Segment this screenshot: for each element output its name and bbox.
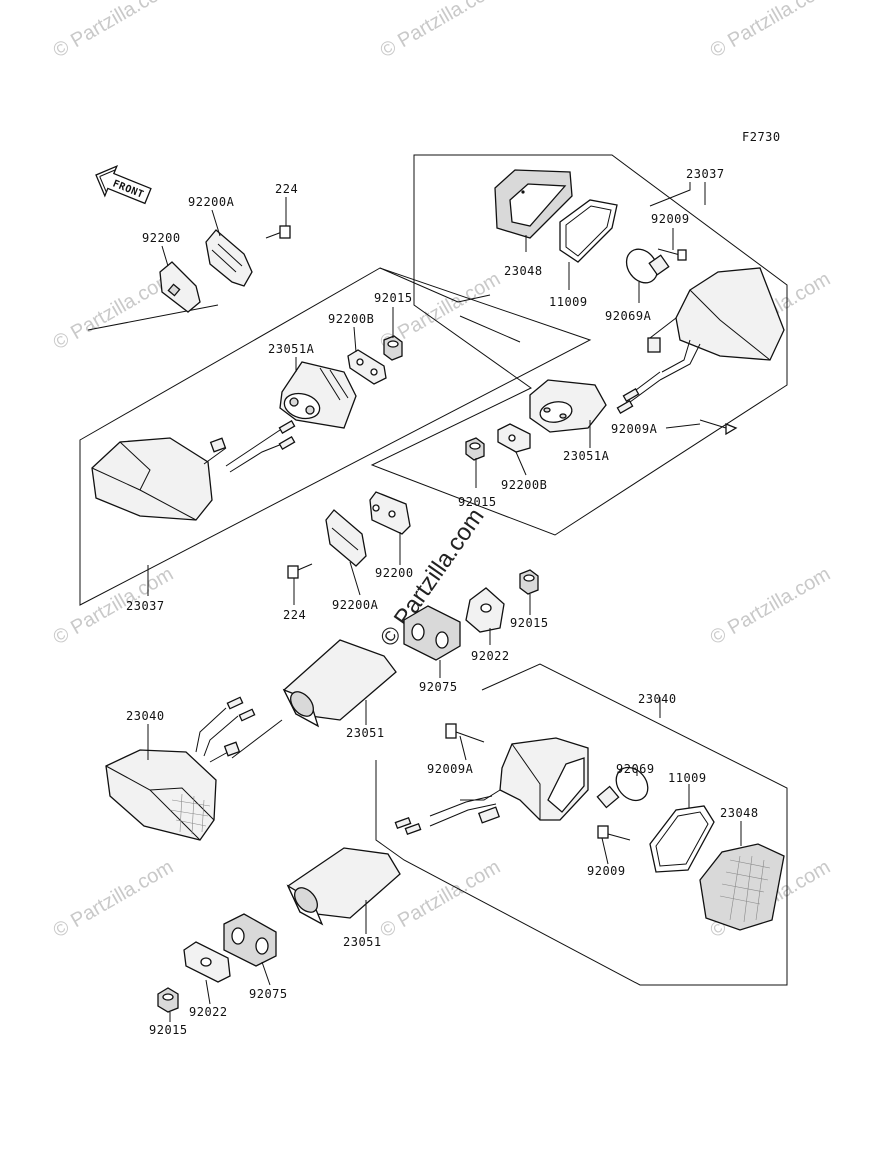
part-92075-grommet-mid (403, 605, 461, 661)
part-label: 92015 (510, 616, 549, 630)
part-92069A-bulb (625, 248, 670, 284)
part-label: 92200A (188, 195, 235, 209)
part-label: 92022 (189, 1005, 228, 1019)
watermark: © Partzilla.com (707, 0, 835, 62)
part-label: 92015 (458, 495, 497, 509)
part-23051-holder-bot (286, 847, 401, 926)
part-23051-holder-mid (282, 639, 397, 728)
part-label: 23040 (126, 709, 165, 723)
part-23051A-holder-left (279, 361, 357, 429)
part-label: 92009A (611, 422, 658, 436)
watermark: © Partzilla.com (377, 0, 505, 62)
part-label: 92200 (375, 566, 414, 580)
part-label: 92200A (332, 598, 379, 612)
part-label: 23051A (563, 449, 610, 463)
watermark: © Partzilla.com (50, 856, 178, 942)
part-label: 11009 (549, 295, 588, 309)
part-92200-plate-top (159, 261, 201, 313)
part-label: 224 (283, 608, 306, 622)
watermark: © Partzilla.com (50, 268, 178, 354)
part-92200A-bracket-top (205, 229, 253, 287)
part-92069-bulb (596, 766, 649, 809)
part-label: 92075 (419, 680, 458, 694)
part-92009-screw-bot (597, 825, 631, 841)
part-92200B-plate-left (347, 349, 387, 385)
part-labels: 23037 92009 23048 11009 92069A 92009A 23… (126, 167, 759, 1037)
part-224-screw-mid (287, 563, 313, 579)
part-label: 23048 (504, 264, 543, 278)
part-23040-left-housing (105, 696, 283, 841)
part-label: 23051A (268, 342, 315, 356)
part-label: 92200B (328, 312, 374, 326)
part-23037-left-housing (91, 420, 296, 521)
part-label: 92015 (374, 291, 413, 305)
part-label: 92075 (249, 987, 288, 1001)
part-23048-lens-bot (699, 843, 785, 931)
part-label: 92200B (501, 478, 547, 492)
part-23051A-holder-right (529, 379, 607, 433)
part-92009-screw (657, 248, 687, 261)
watermark: © Partzilla.com (707, 563, 835, 649)
group-box-23037-left (79, 267, 592, 606)
part-92200-plate-mid (369, 491, 411, 535)
part-label: 11009 (668, 771, 707, 785)
part-label: 23037 (126, 599, 165, 613)
part-label: 92200 (142, 231, 181, 245)
part-92075-grommet-bot (223, 913, 277, 967)
group-box-23040-right (375, 663, 788, 986)
part-label: 92009A (427, 762, 474, 776)
part-11009-gasket-bot (649, 805, 715, 873)
leader-lines (147, 182, 742, 1022)
part-11009-gasket (559, 199, 618, 263)
part-label: 92015 (149, 1023, 188, 1037)
part-92009A-screw-bot (445, 723, 485, 743)
part-92015-nut-mid (519, 569, 539, 595)
part-label: 23040 (638, 692, 677, 706)
front-arrow-icon: FRONT (95, 164, 152, 205)
part-92015-nut-left (383, 335, 403, 361)
part-92015-nut-bot (157, 987, 179, 1013)
part-label: 92069 (616, 762, 655, 776)
part-label: 92009 (587, 864, 626, 878)
part-label: 224 (275, 182, 298, 196)
part-92200B-plate-right (497, 423, 531, 453)
part-23040-right-housing (394, 737, 589, 836)
part-92200A-bracket-mid (325, 509, 367, 567)
figure-code: F2730 (742, 130, 781, 144)
part-label: 92069A (605, 309, 652, 323)
part-92009A-screw (699, 419, 738, 436)
part-label: 92009 (651, 212, 690, 226)
part-92022-plate-bot (183, 941, 231, 983)
part-label: 23051 (343, 935, 382, 949)
part-label: 23048 (720, 806, 759, 820)
part-224-screw-top (265, 225, 291, 239)
watermark: © Partzilla.com (50, 0, 178, 62)
part-label: 92022 (471, 649, 510, 663)
part-92022-plate-mid (465, 587, 505, 633)
part-23037-right-housing (616, 267, 785, 414)
part-label: 23037 (686, 167, 725, 181)
part-label: 23051 (346, 726, 385, 740)
part-92015-nut-right (465, 437, 485, 461)
part-23048-lens (494, 169, 573, 239)
lens-grid (169, 793, 211, 835)
